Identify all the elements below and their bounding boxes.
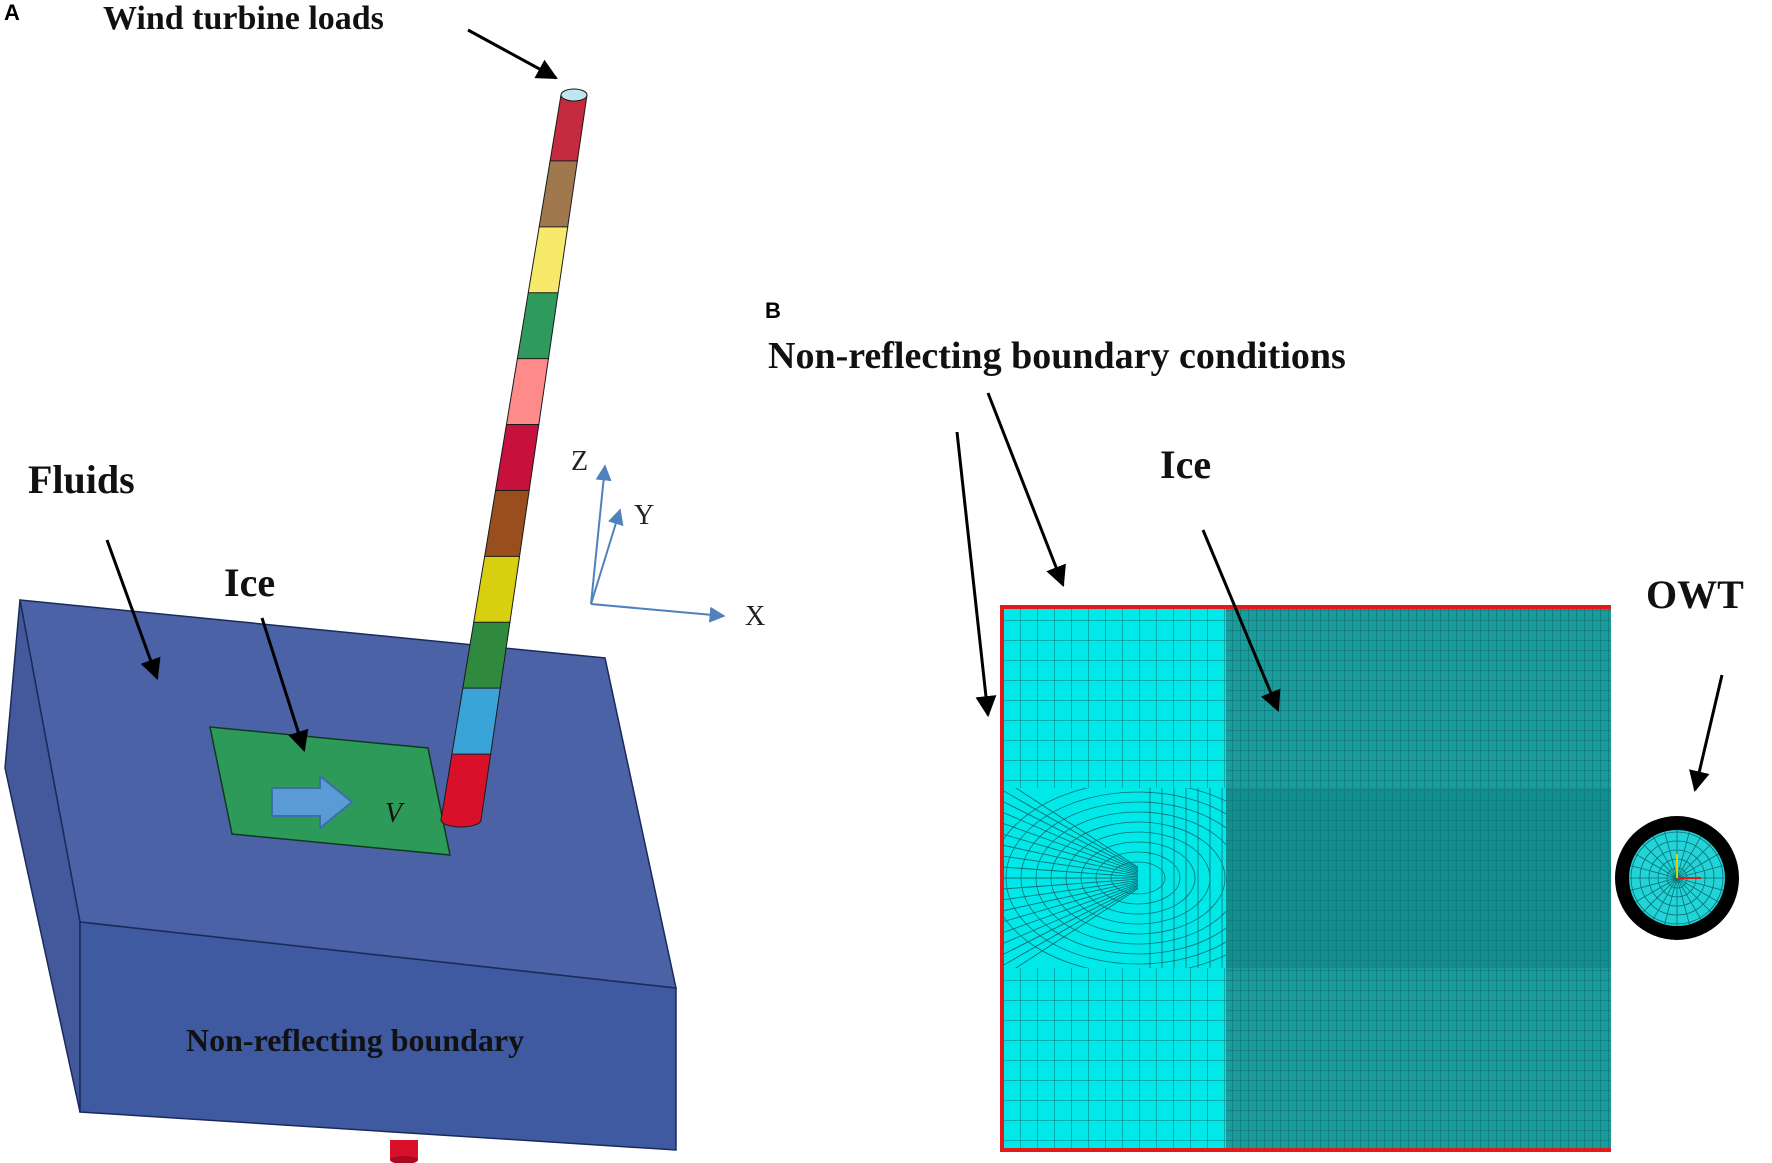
- tower-segment: [473, 555, 521, 630]
- panel-a: A V X Y Z Wind turbine loads Fluids: [4, 0, 765, 1163]
- panel-b-letter: B: [765, 298, 781, 323]
- tower-top-cap: [560, 88, 588, 102]
- x-axis-arrow: [590, 603, 726, 623]
- monopile-bottom: [390, 1140, 418, 1160]
- owt-pointer-arrow: [1689, 674, 1724, 793]
- owt-label: OWT: [1646, 572, 1744, 617]
- z-axis-label: Z: [571, 446, 588, 477]
- y-axis-arrow: [590, 508, 624, 605]
- owt-cross-section: [1615, 816, 1739, 940]
- tower-segment: [440, 753, 492, 828]
- tower-segment: [484, 489, 530, 563]
- fluids-pointer-arrow: [105, 539, 161, 680]
- wind-turbine-tower: [440, 88, 588, 828]
- fluids-label: Fluids: [28, 457, 135, 502]
- wind-loads-pointer-arrow: [467, 28, 558, 80]
- nrbc-label: Non-reflecting boundary conditions: [768, 335, 1346, 377]
- x-axis-label: X: [745, 601, 765, 632]
- ice-label-b: Ice: [1160, 442, 1211, 487]
- tower-segment: [527, 226, 569, 299]
- y-axis-label: Y: [634, 500, 654, 531]
- ice-pointer-arrow-b: [1201, 529, 1281, 712]
- tower-segment: [516, 292, 559, 365]
- ice-velocity-arrow: [271, 773, 354, 831]
- nrbc-pointer-arrow-left: [955, 431, 997, 718]
- mesh-radial-lines: [1002, 788, 1226, 968]
- ice-pointer-arrow-a: [260, 617, 309, 753]
- velocity-label: V: [385, 798, 405, 829]
- wind-turbine-loads-label: Wind turbine loads: [103, 0, 384, 37]
- panel-a-letter: A: [4, 0, 20, 25]
- tower-segment: [495, 424, 540, 497]
- tower-segment: [505, 358, 550, 431]
- panel-b: B Non-reflecting boundary conditions Ice…: [765, 298, 1744, 1152]
- fluid-front-face: [79, 921, 677, 1151]
- tower-segment: [549, 94, 588, 167]
- coordinate-axes: X Y Z: [571, 446, 765, 632]
- fluid-domain-box: [4, 599, 677, 1151]
- non-reflecting-boundary-edges: [1000, 605, 1611, 1152]
- non-reflecting-boundary-label: Non-reflecting boundary: [186, 1022, 524, 1058]
- ice-mesh: [1002, 607, 1611, 1150]
- tower-segment: [538, 160, 578, 233]
- mesh-fine-band: [1226, 788, 1611, 968]
- nrbc-pointer-arrow-top: [986, 392, 1066, 587]
- ice-label-a: Ice: [224, 560, 275, 605]
- z-axis-arrow: [590, 464, 612, 605]
